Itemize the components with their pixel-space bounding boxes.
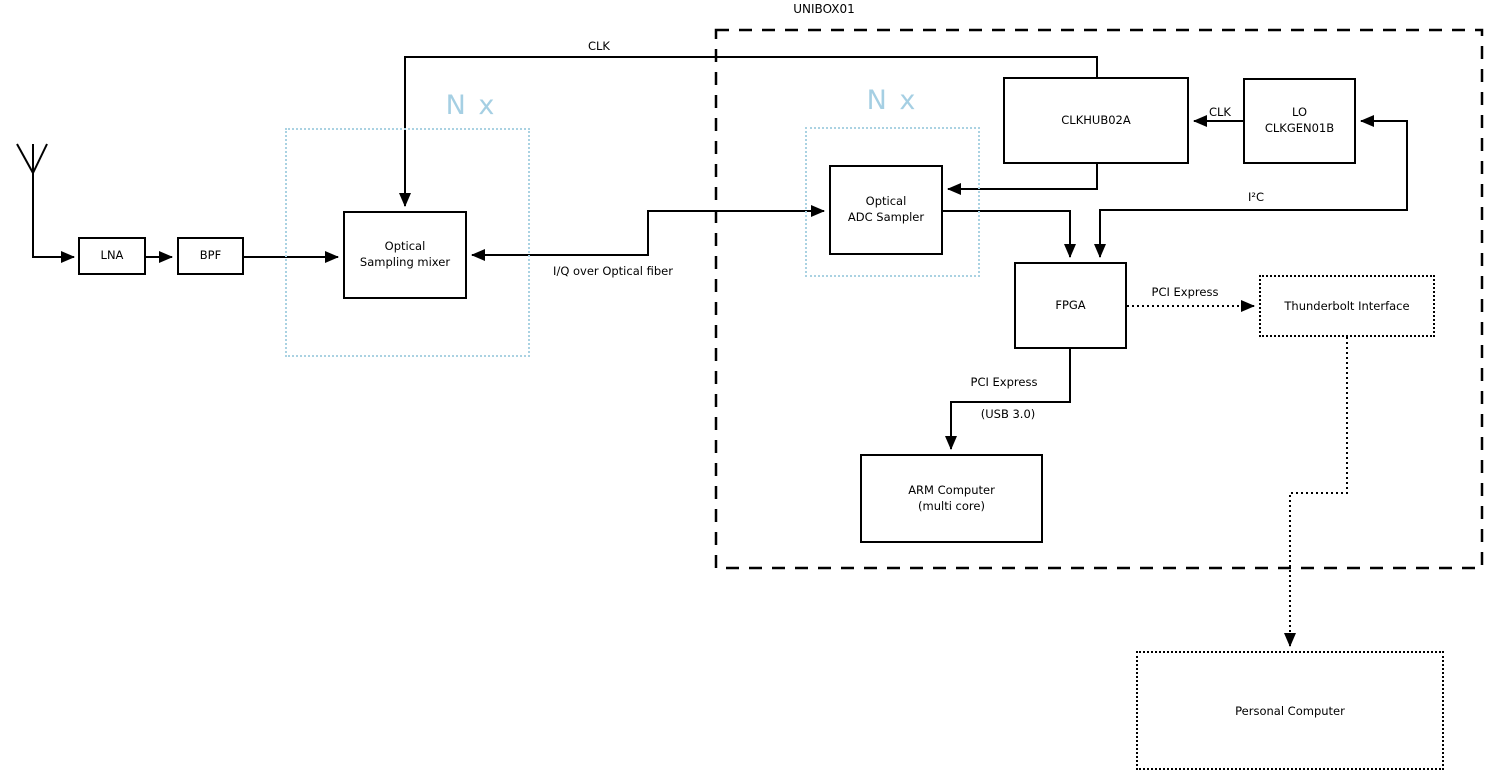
- pci-express-thunderbolt-label: PCI Express: [1151, 285, 1219, 299]
- nx-label-left: N x: [445, 90, 497, 121]
- node-personal-computer: Personal Computer: [1136, 651, 1444, 770]
- edge-iq-fiber: [471, 205, 825, 261]
- node-thunderbolt-interface: Thunderbolt Interface: [1259, 275, 1435, 337]
- unibox01-enclosure: [714, 28, 1484, 570]
- iq-fiber-label: I/Q over Optical fiber: [553, 264, 673, 278]
- node-bpf: BPF: [177, 237, 244, 275]
- node-clkhub02a: CLKHUB02A: [1003, 77, 1189, 164]
- clk-top-label: CLK: [588, 39, 610, 53]
- pci-express-arm-label: PCI Express: [970, 375, 1038, 389]
- node-arm-computer: ARM Computer (multi core): [860, 454, 1043, 543]
- edge-i2c: [1094, 115, 1408, 258]
- edge-clk-to-mixer: [399, 56, 1098, 207]
- usb-label: (USB 3.0): [980, 407, 1036, 421]
- antenna-icon: [16, 143, 75, 263]
- edge-adc-fpga: [943, 210, 1076, 258]
- i2c-label: I²C: [1247, 190, 1265, 204]
- node-optical-sampling-mixer: Optical Sampling mixer: [343, 211, 467, 299]
- clk-mid-label: CLK: [1209, 105, 1231, 119]
- node-lo-clkgen01b: LO CLKGEN01B: [1243, 78, 1356, 164]
- unibox01-title: UNIBOX01: [793, 2, 855, 16]
- nx-label-right: N x: [866, 85, 918, 116]
- node-optical-adc-sampler: Optical ADC Sampler: [829, 165, 943, 255]
- edge-fpga-arm: [945, 349, 1071, 450]
- node-fpga: FPGA: [1014, 262, 1127, 349]
- node-lna: LNA: [78, 237, 146, 275]
- nx-group-mixer: [285, 128, 530, 357]
- nx-group-adc: [805, 127, 980, 277]
- edge-thunderbolt-pc: [1284, 337, 1348, 647]
